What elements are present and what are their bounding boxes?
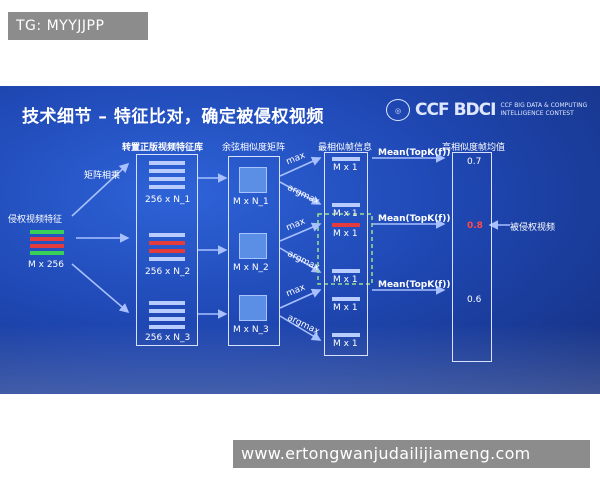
- library-box: 256 x N_1 256 x N_2 256 x N_3: [136, 154, 198, 346]
- ccf-bdci-logo: ◎ CCF BDCI CCF BIG DATA & COMPUTING INTE…: [386, 98, 600, 122]
- mean-label-3: Mean(TopK(f)): [378, 280, 451, 290]
- library-item-1: 256 x N_1: [145, 195, 191, 205]
- cosine-item-2: M x N_2: [233, 263, 269, 273]
- logo-ccf-text: CCF: [415, 100, 450, 120]
- query-feature-label: 侵权视频特征: [8, 215, 63, 225]
- decorative-glow: [0, 324, 600, 394]
- best-cell-3: M x 1: [333, 229, 358, 239]
- score-value-2: 0.8: [467, 221, 483, 231]
- diagram-arrows: [71, 153, 510, 341]
- logo-bdci-text: BDCI: [453, 100, 497, 120]
- best-cell-5: M x 1: [333, 303, 358, 313]
- best-cell-2: M x 1: [333, 209, 358, 219]
- query-bar-1: [30, 230, 64, 234]
- slide-title: 技术细节 – 特征比对，确定被侵权视频: [22, 107, 324, 127]
- mean-label-2: Mean(TopK(f)): [378, 214, 451, 224]
- best-cell-6: M x 1: [333, 339, 358, 349]
- mean-label-1: Mean(TopK(f)): [378, 148, 451, 158]
- score-value-3: 0.6: [467, 295, 482, 305]
- library-item-2: 256 x N_2: [145, 267, 191, 277]
- query-dim-label: M x 256: [28, 260, 64, 270]
- best-title: 最相似帧信息: [318, 143, 373, 153]
- cosine-title: 余弦相似度矩阵: [222, 143, 286, 153]
- query-bar-2: [30, 237, 64, 241]
- score-title: 高相似度帧均值: [442, 143, 506, 153]
- cosine-item-1: M x N_1: [233, 197, 269, 207]
- ccf-seal-icon: ◎: [386, 99, 410, 121]
- query-bar-4: [30, 251, 64, 255]
- best-box: M x 1 M x 1 M x 1 M x 1 M x 1 M x 1: [324, 152, 368, 356]
- logo-contest-text: CCF BIG DATA & COMPUTING INTELLIGENCE CO…: [500, 102, 588, 117]
- cosine-box: M x N_1 M x N_2 M x N_3: [228, 156, 280, 346]
- infringed-video-label: 被侵权视频: [510, 223, 556, 233]
- library-title: 转置正版视频特征库: [122, 143, 204, 153]
- best-cell-4: M x 1: [333, 275, 358, 285]
- watermark-top: TG: MYYJJPP: [8, 12, 148, 40]
- query-bar-3: [30, 244, 64, 248]
- score-box: 0.7 0.8 0.6: [452, 152, 492, 362]
- cosine-item-3: M x N_3: [233, 325, 269, 335]
- matmul-label: 矩阵相乘: [84, 171, 121, 181]
- score-value-1: 0.7: [467, 157, 482, 167]
- slide: 技术细节 – 特征比对，确定被侵权视频 ◎ CCF BDCI CCF BIG D…: [0, 86, 600, 394]
- watermark-bottom: www.ertongwanjudailijiameng.com: [233, 440, 590, 468]
- best-cell-1: M x 1: [333, 163, 358, 173]
- library-item-3: 256 x N_3: [145, 333, 191, 343]
